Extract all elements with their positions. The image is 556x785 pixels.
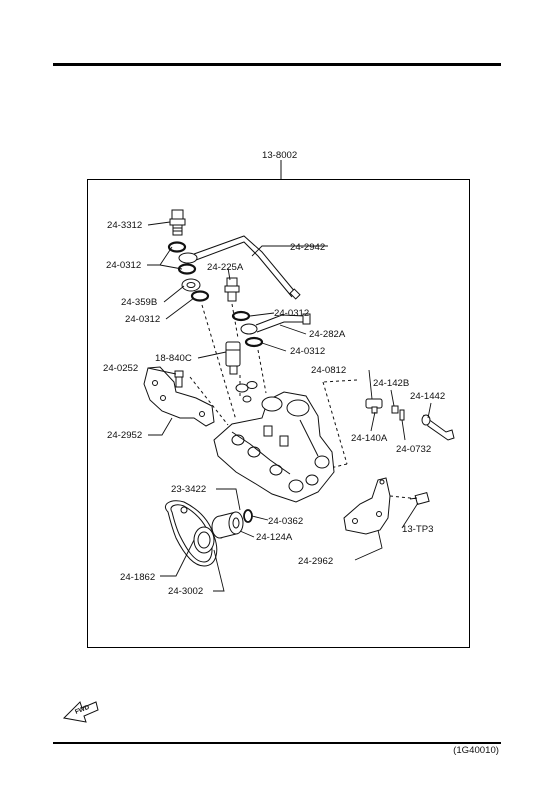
callout-24-1862: 24-1862 (120, 572, 155, 583)
return-hose-part (231, 310, 311, 348)
bracket-bolt-part (174, 370, 184, 388)
callout-24-142b: 24-142B (373, 378, 409, 389)
sensor-part (225, 341, 241, 375)
figure-code: (1G40010) (453, 745, 499, 756)
assembly-frame (87, 179, 470, 648)
rear-bracket-bolt-part (409, 491, 430, 505)
callout-24-225a: 24-225A (207, 262, 244, 273)
callout-24-0312: 24-0312 (290, 346, 325, 357)
callout-24-359b: 24-359B (121, 297, 157, 308)
callout-24-0312: 24-0312 (274, 308, 309, 319)
callout-24-282a: 24-282A (309, 329, 346, 340)
banjo-fitting-part (181, 278, 201, 292)
end-cover-part (193, 526, 215, 554)
callout-24-1442: 24-1442 (410, 391, 445, 402)
callout-24-124a: 24-124A (256, 532, 293, 543)
rear-bracket-part (343, 477, 391, 535)
footer-rule (53, 742, 501, 744)
callout-24-2942: 24-2942 (290, 242, 325, 253)
injection-pipe-part (178, 235, 301, 300)
injection-pump-body (213, 381, 335, 503)
fwd-arrow-icon (62, 701, 99, 723)
callout-24-0732: 24-0732 (396, 444, 431, 455)
callout-24-0312: 24-0312 (125, 314, 160, 325)
drive-coupling-part (211, 511, 244, 539)
callout-24-2962: 24-2962 (298, 556, 333, 567)
callout-24-0252: 24-0252 (103, 363, 138, 374)
pump-bracket-part (143, 366, 215, 427)
assembly-label: 13-8002 (262, 150, 297, 161)
header-rule (53, 63, 501, 66)
callout-23-3422: 23-3422 (171, 484, 206, 495)
union-fitting-part (224, 277, 240, 302)
leader-lines (147, 221, 432, 592)
callout-13-tp3: 13-TP3 (402, 524, 433, 535)
callout-18-840c: 18-840C (155, 353, 192, 364)
plunger-assembly-part (365, 398, 455, 441)
callout-24-0362: 24-0362 (268, 516, 303, 527)
callout-24-0812: 24-0812 (311, 365, 346, 376)
callout-24-0312: 24-0312 (106, 260, 141, 271)
banjo-bolt-part (169, 209, 186, 236)
callout-24-2952: 24-2952 (107, 430, 142, 441)
o-ring-part (243, 509, 253, 523)
callout-24-3002: 24-3002 (168, 586, 203, 597)
sealing-washer-part (167, 241, 210, 302)
callout-24-140a: 24-140A (351, 433, 388, 444)
callout-24-3312: 24-3312 (107, 220, 142, 231)
